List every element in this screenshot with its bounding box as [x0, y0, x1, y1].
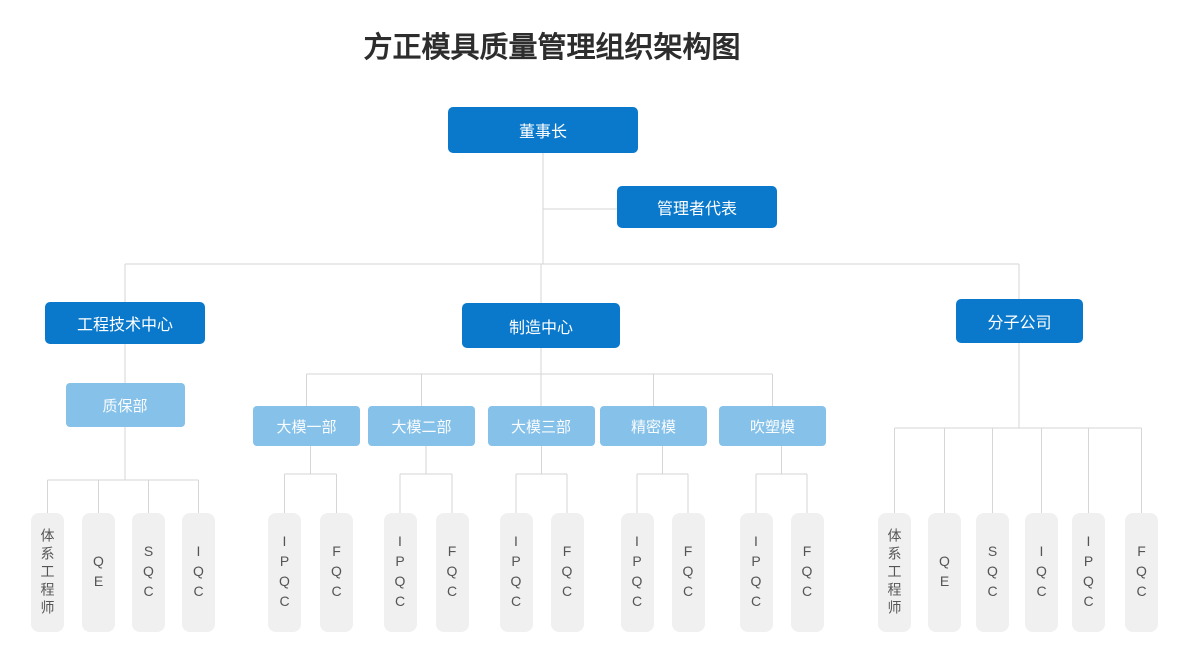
leaf-fqc: FQC — [550, 513, 584, 632]
leaf-iqc: IQC — [1025, 513, 1058, 632]
node-unit-damo3: 大模三部 — [487, 406, 595, 446]
leaf-sqc: SQC — [976, 513, 1009, 632]
leaf-ipqc: IPQC — [620, 513, 654, 632]
leaf-ipqc: IPQC — [499, 513, 533, 632]
leaf-ipqc: IPQC — [268, 513, 301, 632]
leaf-fqc: FQC — [1125, 513, 1158, 632]
leaf-ipqc: IPQC — [1072, 513, 1105, 632]
node-engineering-center: 工程技术中心 — [45, 302, 205, 344]
node-management-rep: 管理者代表 — [617, 186, 777, 228]
leaf-sqc: SQC — [132, 513, 165, 632]
node-unit-blow-mold: 吹塑模 — [719, 406, 826, 446]
node-qa-dept: 质保部 — [65, 383, 185, 427]
leaf-ipqc: IPQC — [739, 513, 773, 632]
leaf-iqc: IQC — [182, 513, 215, 632]
leaf-system-engineer: 体系工程师 — [878, 513, 911, 632]
node-chairman: 董事长 — [448, 107, 638, 153]
node-unit-damo1: 大模一部 — [253, 406, 360, 446]
node-subsidiary-company: 分子公司 — [956, 299, 1083, 343]
diagram-title: 方正模具质量管理组织架构图 — [363, 32, 741, 64]
leaf-system-engineer: 体系工程师 — [31, 513, 64, 632]
leaf-ipqc: IPQC — [383, 513, 417, 632]
leaf-qe: QE — [82, 513, 115, 632]
leaf-fqc: FQC — [320, 513, 353, 632]
leaf-fqc: FQC — [790, 513, 824, 632]
node-manufacturing-center: 制造中心 — [462, 303, 620, 348]
leaf-qe: QE — [928, 513, 961, 632]
node-unit-damo2: 大模二部 — [368, 406, 475, 446]
leaf-fqc: FQC — [435, 513, 469, 632]
leaf-fqc: FQC — [671, 513, 705, 632]
node-unit-precision-mold: 精密模 — [600, 406, 707, 446]
